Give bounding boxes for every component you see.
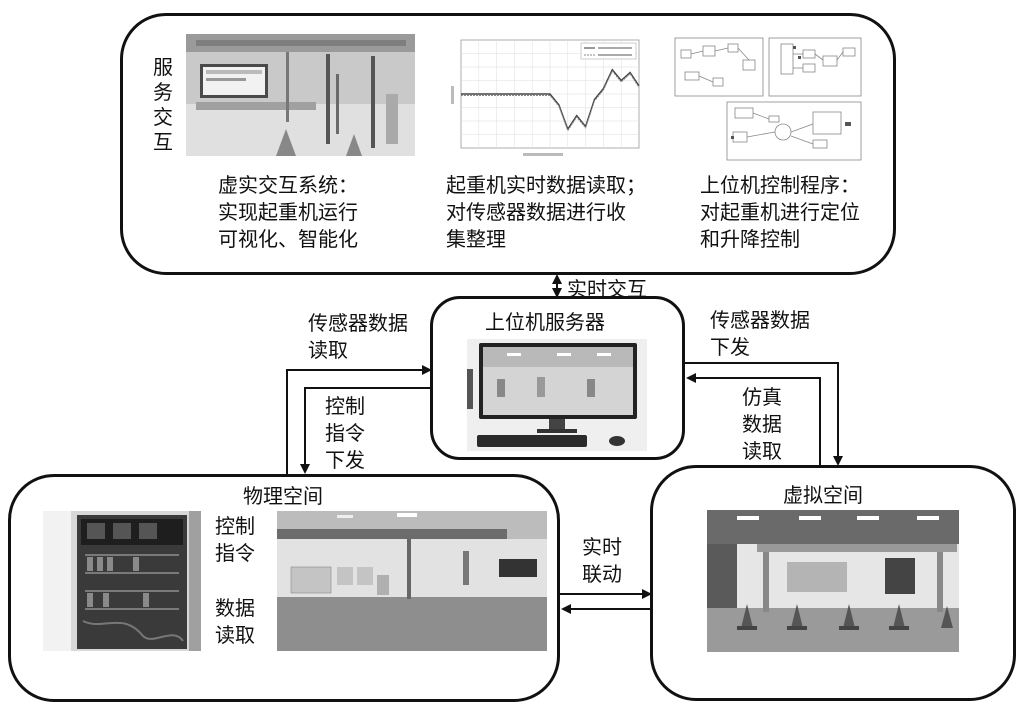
realtime-link-label-1: 实时 <box>582 535 622 559</box>
caption-2-line-2: 对传感器数据进行收 <box>446 200 626 224</box>
caption-2-line-1: 起重机实时数据读取； <box>446 173 646 197</box>
control-cabinet-photo <box>43 511 201 651</box>
virtual-space-box: 虚拟空间 <box>650 465 1016 701</box>
lab-crane-photo <box>277 511 547 651</box>
sim-read-label-1: 仿真 <box>742 385 782 409</box>
control-down-label-3: 下发 <box>325 448 365 472</box>
physical-title: 物理空间 <box>243 484 323 508</box>
caption-3-line-1: 上位机控制程序： <box>700 173 860 197</box>
server-box: 上位机服务器 <box>430 296 685 460</box>
sim-read-label-3: 读取 <box>742 439 782 463</box>
service-title-char-3: 交 <box>153 105 173 129</box>
sensor-send-arrow <box>684 362 843 466</box>
sim-read-label-2: 数据 <box>742 412 782 436</box>
service-interaction-box: 服 务 交 互 <box>120 13 896 275</box>
caption-1-line-3: 可视化、智能化 <box>218 227 358 251</box>
control-down-label-1: 控制 <box>325 394 365 418</box>
chart-series-line-dashed <box>461 70 640 132</box>
caption-1-line-2: 实现起重机运行 <box>218 200 358 224</box>
realtime-link-label-2: 联动 <box>582 562 622 586</box>
sensor-send-label-1: 传感器数据 <box>710 308 810 332</box>
control-down-arrow <box>300 387 430 474</box>
virtual-real-system-photo <box>186 34 415 156</box>
caption-1-line-1: 虚实交互系统： <box>218 173 358 197</box>
sensor-read-label-2: 读取 <box>308 338 348 362</box>
caption-2-line-3: 集整理 <box>446 227 506 251</box>
sensor-read-label-1: 传感器数据 <box>308 311 408 335</box>
physical-space-box: 物理空间 <box>8 474 560 702</box>
control-program-diagram <box>673 36 863 162</box>
sim-read-arrow <box>686 373 821 466</box>
data-read-label-1: 数据 <box>215 596 255 620</box>
service-title-char-4: 互 <box>153 130 173 154</box>
caption-3-line-3: 和升降控制 <box>700 227 800 251</box>
control-cmd-label-1: 控制 <box>215 514 255 538</box>
virtual-title: 虚拟空间 <box>783 483 863 507</box>
control-down-label-2: 指令 <box>325 421 365 445</box>
sensor-send-label-2: 下发 <box>710 335 750 359</box>
control-cmd-label-2: 指令 <box>215 541 255 565</box>
chart-series-line <box>461 68 640 131</box>
caption-3-line-2: 对起重机进行定位 <box>700 200 860 224</box>
server-title: 上位机服务器 <box>485 310 605 334</box>
sensor-read-arrow <box>286 365 432 474</box>
crane-data-chart <box>443 36 643 160</box>
service-title-char-2: 务 <box>153 80 173 104</box>
service-title-char-1: 服 <box>153 55 173 79</box>
monitor-photo <box>467 339 647 451</box>
virtual-scene-render <box>707 510 959 652</box>
data-read-label-2: 读取 <box>215 623 255 647</box>
